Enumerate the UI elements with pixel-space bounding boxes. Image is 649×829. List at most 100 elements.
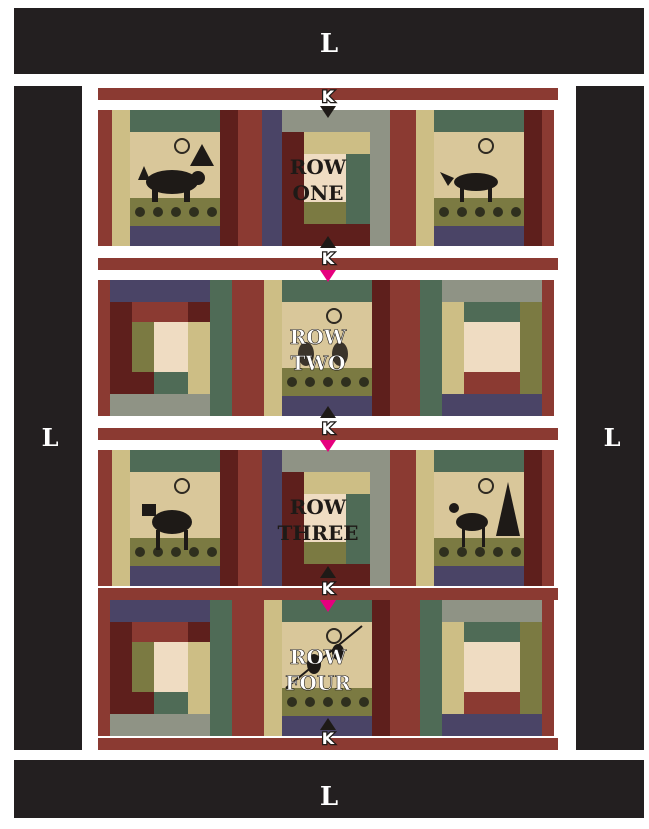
- deer-leg: [462, 527, 465, 547]
- left-rust-strip: [402, 280, 420, 416]
- left-rust-strip: [402, 600, 420, 736]
- top-purple-strip: [110, 600, 210, 622]
- inner-olive-strip: [304, 202, 346, 224]
- inner-green-strip: [154, 372, 188, 394]
- inner-green-strip: [464, 302, 520, 322]
- moose-leg: [184, 530, 188, 550]
- inner-olive-strip: [132, 642, 154, 692]
- moose-head: [142, 504, 156, 516]
- inner-rust-strip: [464, 692, 520, 714]
- bottom-purple-strip: [442, 394, 542, 416]
- left-rust-strip: [98, 600, 110, 736]
- wolf-leg: [460, 186, 464, 202]
- top-gray-strip: [282, 450, 370, 472]
- k-label: K: [322, 87, 335, 106]
- left-border: L: [14, 86, 82, 750]
- row-label-line2: FOUR: [285, 671, 351, 695]
- inner-green-strip: [346, 154, 370, 224]
- left-rust-strip: [402, 450, 416, 586]
- inner-tan-strip: [304, 472, 370, 494]
- bottom-red-strip: [304, 564, 370, 586]
- right-red-strip: [372, 280, 390, 416]
- row-label-line2: THREE: [278, 521, 359, 545]
- left-tan-strip: [112, 110, 130, 246]
- top-border-label: L: [320, 29, 338, 59]
- leaf-ornament: [207, 547, 217, 557]
- inner-green-strip: [464, 622, 520, 642]
- row-label-line1: ROW: [290, 495, 347, 519]
- left-tan-strip: [416, 450, 434, 586]
- leaf-ornament: [359, 377, 369, 387]
- leaf-ornament: [189, 547, 199, 557]
- leaf-ornament: [457, 547, 467, 557]
- bottom-purple-strip: [442, 714, 542, 736]
- right-red-strip: [220, 450, 238, 586]
- leaf-ornament: [287, 377, 297, 387]
- left-border-label: L: [42, 423, 59, 452]
- left-rust-strip: [98, 110, 112, 246]
- top-green-strip: [130, 450, 220, 472]
- inner-tan-strip: [442, 302, 464, 394]
- leaf-ornament: [305, 697, 315, 707]
- center-square: [154, 322, 188, 372]
- leaf-ornament: [287, 697, 297, 707]
- bottom-purple-strip: [130, 226, 220, 246]
- row-label-line2: ONE: [293, 181, 344, 205]
- center-square: [154, 642, 188, 692]
- left-tan-strip: [416, 110, 434, 246]
- bottom-red-strip: [304, 224, 370, 246]
- left-rust-strip: [250, 110, 262, 246]
- right-red-strip: [220, 110, 238, 246]
- log-cabin-side-block: [98, 600, 250, 736]
- bottom-border: L: [14, 760, 644, 818]
- left-rust-strip: [98, 450, 112, 586]
- top-gray-strip: [442, 280, 542, 302]
- k-label: K: [322, 249, 335, 268]
- center-square: [464, 322, 520, 372]
- deer-leg: [482, 527, 485, 547]
- right-rust-strip: [232, 600, 250, 736]
- top-green-strip: [434, 450, 524, 472]
- inner-olive-strip: [520, 622, 542, 714]
- inner-olive-strip: [132, 322, 154, 372]
- top-purple-strip: [110, 280, 210, 302]
- bottom-gray-strip: [110, 714, 210, 736]
- wolf-leg: [488, 186, 492, 202]
- leaf-ornament: [171, 547, 181, 557]
- leaf-ornament: [475, 207, 485, 217]
- inner-olive-strip: [304, 542, 346, 564]
- top-gray-strip: [442, 600, 542, 622]
- bear-leg: [184, 188, 190, 202]
- animal-block: [402, 450, 554, 586]
- left-rust-strip: [250, 600, 264, 736]
- left-green-strip: [420, 600, 442, 736]
- inner-green-strip: [154, 692, 188, 714]
- leaf-ornament: [135, 547, 145, 557]
- row-label-line2: TWO: [291, 351, 346, 375]
- leaf-ornament: [439, 547, 449, 557]
- leaf-ornament: [153, 207, 163, 217]
- leaf-ornament: [341, 377, 351, 387]
- bottom-gray-strip: [110, 394, 210, 416]
- right-gray-strip: [370, 450, 390, 586]
- left-rust-strip: [250, 280, 264, 416]
- bear-leg: [152, 188, 158, 202]
- top-green-strip: [130, 110, 220, 132]
- right-red-strip: [372, 600, 390, 736]
- right-red-strip: [524, 110, 542, 246]
- row-label-line1: ROW: [290, 155, 347, 179]
- right-rust-strip: [390, 110, 402, 246]
- right-rust-strip: [542, 450, 554, 586]
- right-green-strip: [210, 280, 232, 416]
- bottom-purple-strip: [434, 226, 524, 246]
- leaf-ornament: [511, 547, 521, 557]
- leaf-ornament: [323, 377, 333, 387]
- k-label: K: [322, 729, 335, 748]
- log-cabin-side-block: [98, 280, 250, 416]
- center-square: [464, 642, 520, 692]
- leaf-ornament: [511, 207, 521, 217]
- leaf-ornament: [207, 207, 217, 217]
- bear-head: [191, 171, 205, 185]
- leaf-ornament: [171, 207, 181, 217]
- leaf-ornament: [439, 207, 449, 217]
